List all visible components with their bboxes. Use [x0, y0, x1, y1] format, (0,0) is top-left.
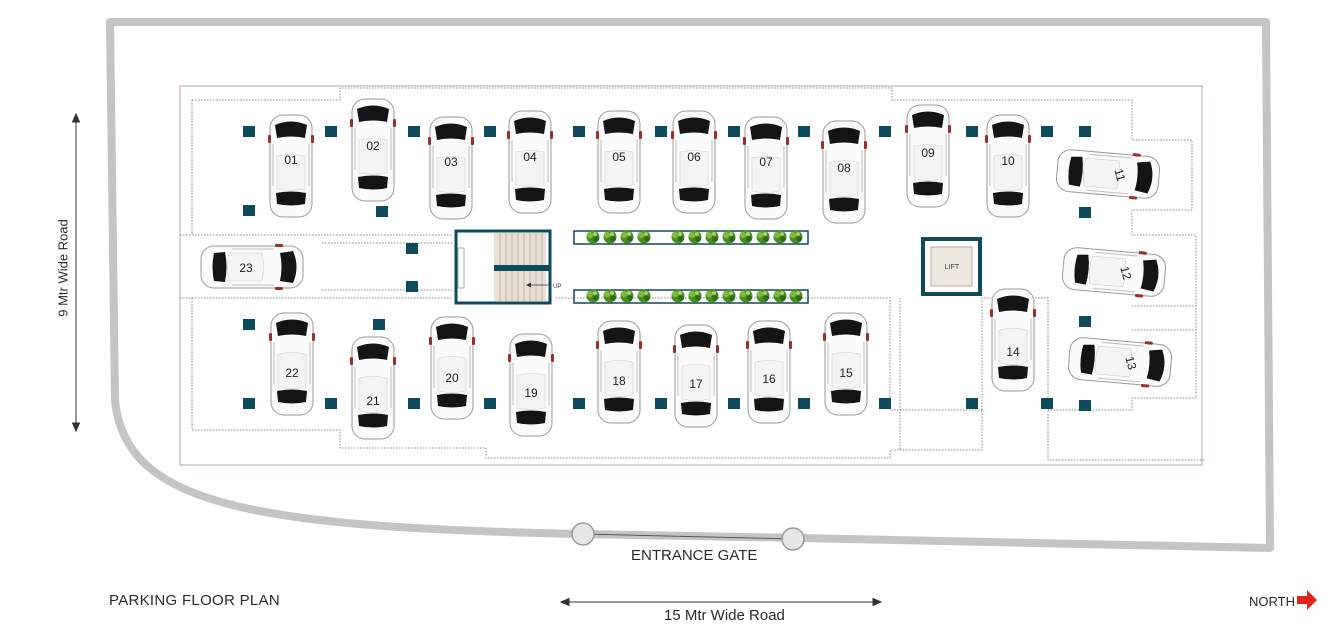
- parking-slot-17: 17: [672, 324, 720, 428]
- slot-number-13: 13: [1122, 355, 1139, 372]
- slot-number-07: 07: [759, 155, 773, 169]
- slot-number-01: 01: [284, 153, 298, 167]
- parking-slot-10: 10: [984, 114, 1032, 218]
- road-dimension-left: [71, 112, 81, 433]
- parking-slot-14: 14: [989, 288, 1037, 392]
- slot-number-23: 23: [239, 261, 253, 275]
- slot-number-05: 05: [612, 150, 626, 164]
- parking-slot-07: 07: [742, 116, 790, 220]
- gate-post-right: [781, 527, 805, 551]
- parking-slot-19: 19: [507, 333, 555, 437]
- slot-number-10: 10: [1001, 154, 1015, 168]
- slot-number-17: 17: [689, 377, 703, 391]
- slot-number-02: 02: [366, 139, 380, 153]
- slot-number-21: 21: [366, 394, 380, 408]
- inner-walls: [180, 87, 1204, 461]
- north-arrow-icon: [1297, 590, 1317, 610]
- slot-number-11: 11: [1111, 167, 1128, 183]
- planter-strips: [573, 230, 809, 304]
- slot-number-12: 12: [1117, 265, 1134, 282]
- slot-number-04: 04: [523, 150, 537, 164]
- slot-number-19: 19: [524, 386, 538, 400]
- staircase: UP: [454, 229, 561, 305]
- entrance-gate-label: ENTRANCE GATE: [631, 547, 758, 564]
- slot-number-14: 14: [1006, 345, 1020, 359]
- column-markers: [243, 126, 1091, 411]
- parking-slot-13: 13: [1066, 334, 1174, 390]
- parking-slot-11: 11: [1054, 146, 1162, 202]
- parking-slot-01: 01: [267, 114, 315, 218]
- parking-slot-22: 22: [268, 312, 316, 416]
- parking-slot-21: 21: [349, 336, 397, 440]
- road-bottom-label: 15 Mtr Wide Road: [664, 607, 785, 624]
- slot-number-18: 18: [612, 374, 626, 388]
- parking-slot-05: 05: [595, 110, 643, 214]
- parking-slot-03: 03: [427, 116, 475, 220]
- parking-slot-15: 15: [822, 312, 870, 416]
- slot-number-20: 20: [445, 371, 459, 385]
- parking-slot-18: 18: [595, 320, 643, 424]
- plan-title: PARKING FLOOR PLAN: [109, 592, 280, 609]
- lift: LIFT: [921, 237, 982, 296]
- slot-number-09: 09: [921, 146, 935, 160]
- road-dimension-bottom: [559, 597, 883, 607]
- north-label: NORTH: [1249, 594, 1295, 609]
- slot-number-15: 15: [839, 366, 853, 380]
- parking-slot-02: 02: [349, 98, 397, 202]
- parking-slot-06: 06: [670, 110, 718, 214]
- parking-slot-20: 20: [428, 316, 476, 420]
- slot-number-16: 16: [762, 372, 776, 386]
- parking-slot-12: 12: [1060, 244, 1168, 300]
- slot-number-08: 08: [837, 161, 851, 175]
- road-left-label: 9 Mtr Wide Road: [55, 219, 71, 317]
- building-outline: [179, 85, 1203, 466]
- slot-number-03: 03: [444, 155, 458, 169]
- slot-number-22: 22: [285, 366, 299, 380]
- parking-slot-09: 09: [904, 104, 952, 208]
- lift-label: LIFT: [945, 264, 960, 271]
- parking-slot-16: 16: [745, 320, 793, 424]
- parking-slot-08: 08: [820, 120, 868, 224]
- parking-slot-04: 04: [506, 110, 554, 214]
- slot-number-06: 06: [687, 150, 701, 164]
- entrance-gate: [571, 522, 805, 551]
- stair-up-label: UP: [553, 284, 561, 290]
- parking-slot-23: 23: [200, 243, 304, 291]
- gate-post-left: [571, 522, 595, 546]
